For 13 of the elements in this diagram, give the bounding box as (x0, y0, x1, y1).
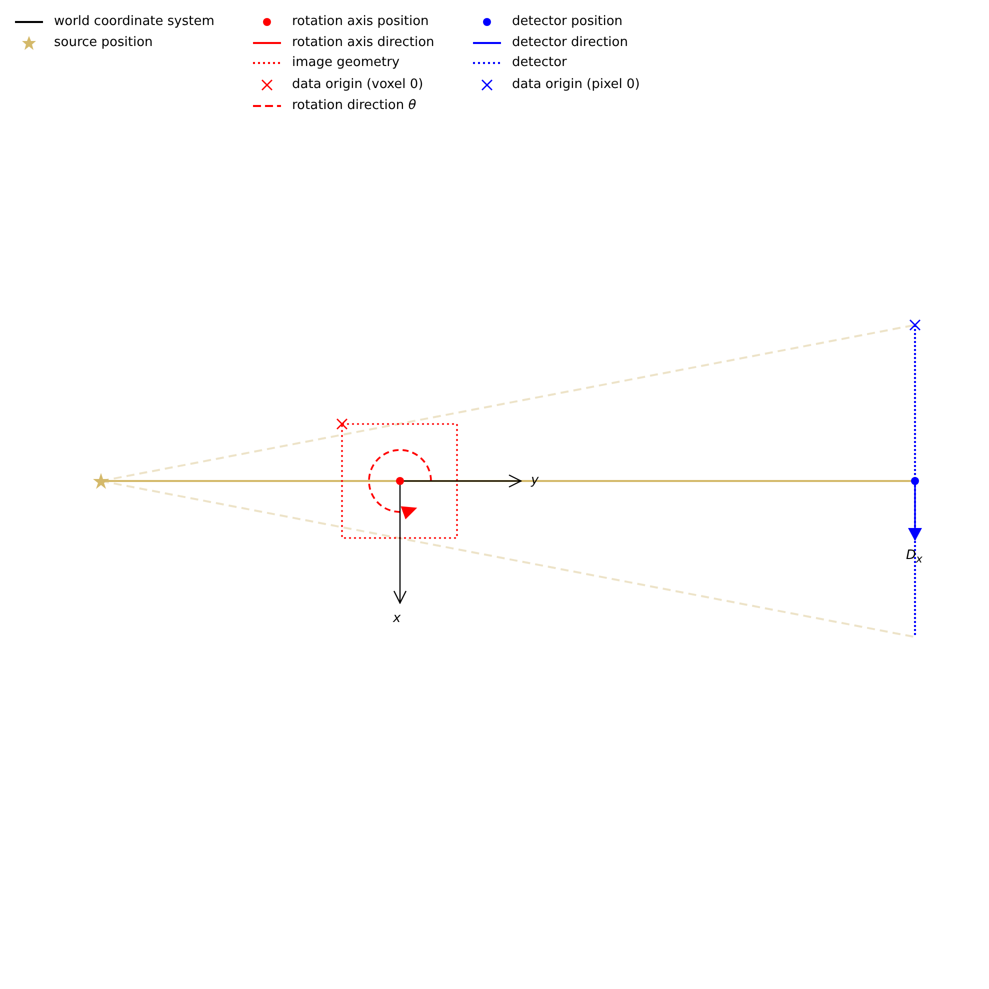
legend-label: source position (54, 35, 153, 51)
legend-label: detector (512, 55, 567, 71)
axis-label: D$_{x}$ (906, 548, 922, 568)
legend-label: rotation axis position (292, 14, 429, 30)
legend-label: data origin (pixel 0) (512, 77, 640, 93)
axis-label: x (393, 611, 401, 627)
legend-label: world coordinate system (54, 14, 214, 30)
legend-label: detector direction (512, 35, 628, 51)
legend-label: rotation axis direction (292, 35, 434, 51)
legend-label: detector position (512, 14, 623, 30)
legend-label: image geometry (292, 55, 400, 71)
legend-label: rotation direction θ (292, 98, 416, 114)
legend-label: data origin (voxel 0) (292, 77, 424, 93)
